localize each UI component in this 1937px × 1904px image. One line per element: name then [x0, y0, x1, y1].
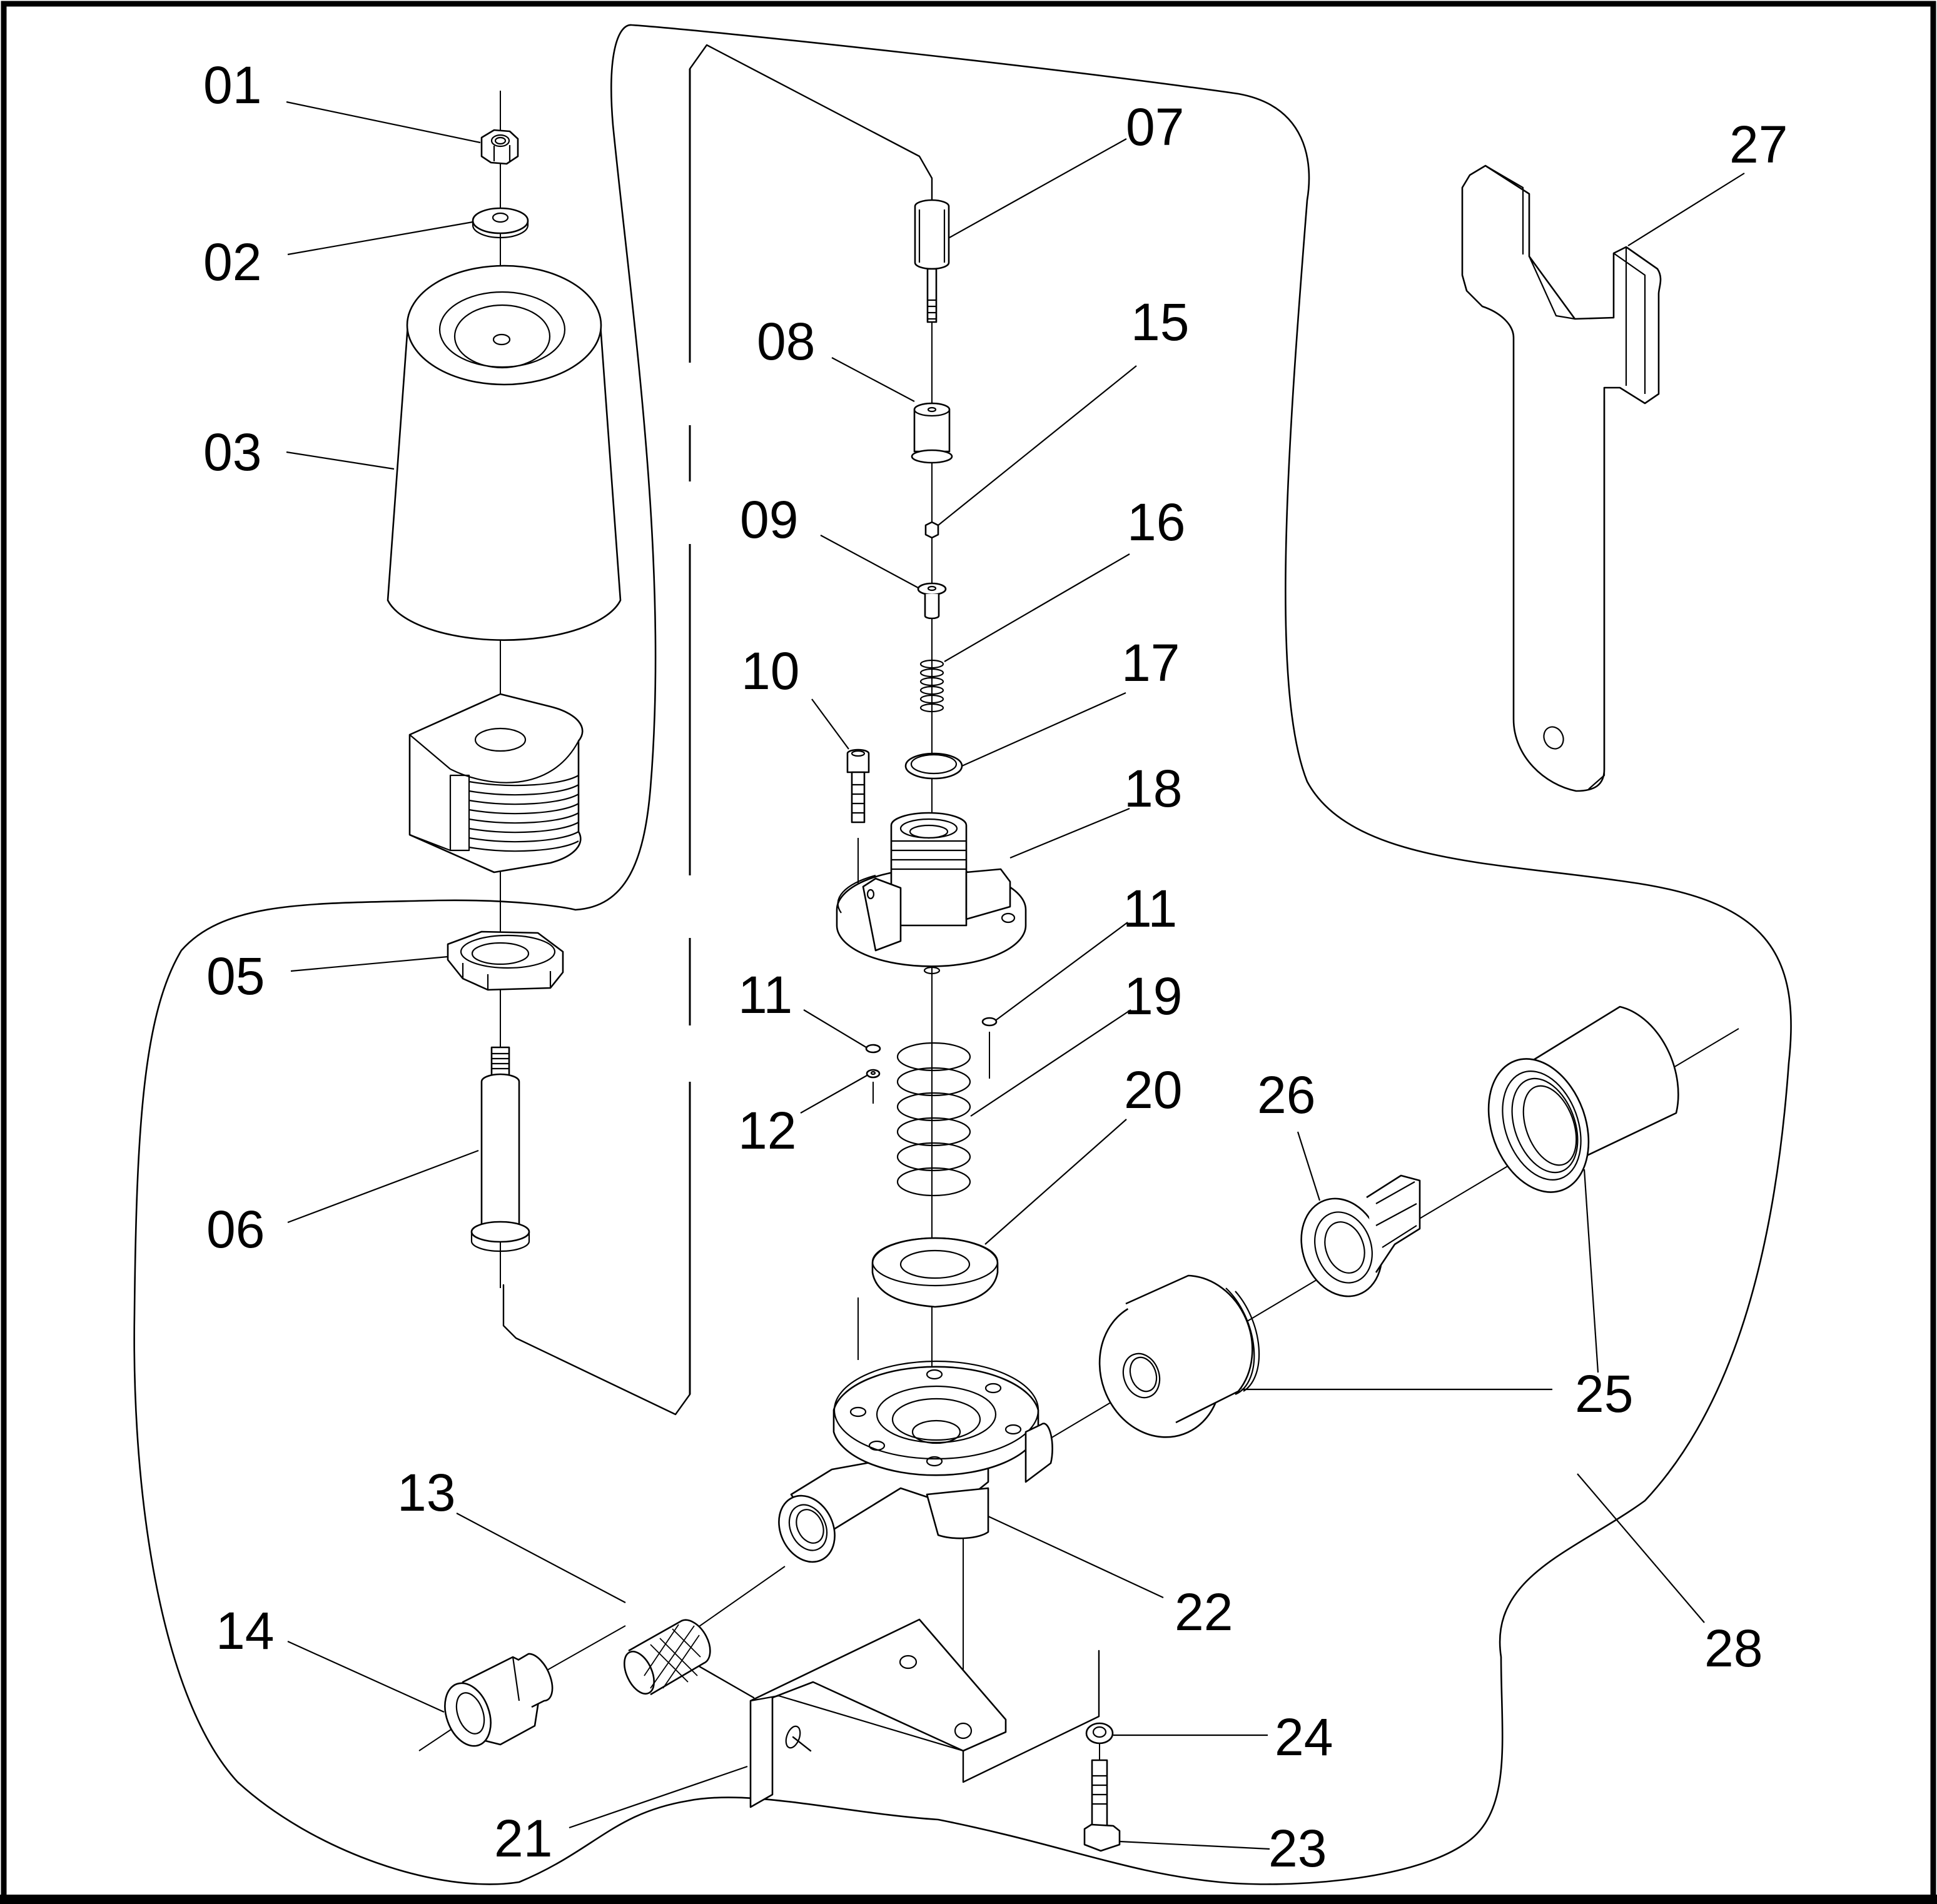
- knob-axis-leader: [689, 44, 933, 204]
- part-05-hex-lock-nut: [447, 930, 564, 991]
- leader-12: [800, 1075, 867, 1114]
- leader-10: [811, 698, 849, 750]
- part-27-wrench: [1461, 164, 1662, 792]
- leader-07: [949, 138, 1127, 238]
- assembly-outline-28: [133, 24, 1792, 1885]
- part-20-diaphragm: [871, 1237, 999, 1308]
- leader-15: [938, 365, 1137, 526]
- leader-03: [286, 451, 395, 470]
- callout-17: 17: [1121, 633, 1180, 692]
- thread-lines: [492, 1052, 509, 1070]
- leader-lines: [286, 101, 1745, 1850]
- leader-21: [569, 1765, 748, 1829]
- part-12-washer: [866, 1069, 881, 1104]
- bottom-border-bar: [0, 1895, 1937, 1904]
- leader-26: [1297, 1131, 1321, 1201]
- callout-12: 12: [738, 1101, 796, 1160]
- part-coil-unlabelled: [408, 693, 584, 874]
- callout-26: 26: [1257, 1065, 1315, 1124]
- part-09-flanged-bushing: [917, 582, 947, 620]
- part-06-plunger-tube: [470, 1046, 530, 1252]
- leader-19: [970, 1009, 1131, 1117]
- callout-19: 19: [1124, 967, 1182, 1025]
- part-16-small-spring: [919, 659, 944, 713]
- leader-14: [287, 1640, 445, 1713]
- callout-07: 07: [1126, 98, 1184, 156]
- callout-28: 28: [1704, 1619, 1763, 1678]
- leader-05: [290, 955, 448, 972]
- leader-11-left: [803, 1009, 867, 1048]
- part-17-ring-seal: [904, 752, 963, 780]
- callout-06: 06: [206, 1200, 265, 1259]
- callout-24: 24: [1275, 1708, 1333, 1766]
- leader-18: [1009, 807, 1130, 859]
- part-15-small-nut: [924, 521, 939, 539]
- callout-08: 08: [757, 312, 815, 371]
- callout-05: 05: [206, 947, 265, 1005]
- part-11-o-ring-right: [981, 1017, 998, 1079]
- callout-20: 20: [1124, 1060, 1182, 1119]
- callout-14: 14: [216, 1601, 274, 1660]
- callout-11-left: 11: [738, 965, 792, 1024]
- callout-labels: 01 02 03 05 06 07 08 09 10 11 11 12 13 1…: [203, 56, 1788, 1878]
- part-26-insert: [1300, 1174, 1421, 1297]
- callout-10: 10: [741, 642, 799, 700]
- leader-11-right: [996, 922, 1128, 1020]
- callout-15: 15: [1131, 293, 1189, 351]
- part-11-o-ring-left: [865, 1044, 881, 1054]
- leader-01: [286, 101, 481, 144]
- leader-23: [1119, 1840, 1270, 1850]
- part-18-bonnet: [836, 812, 1027, 975]
- leader-28: [1577, 1473, 1705, 1623]
- part-19-main-spring: [896, 1042, 971, 1197]
- leader-25-top: [1583, 1169, 1599, 1373]
- part-01-hex-nut: [480, 129, 519, 165]
- part-13-strainer: [624, 1566, 786, 1696]
- callout-01: 01: [203, 56, 261, 114]
- callout-09: 09: [740, 490, 798, 549]
- part-07-knob: [914, 199, 950, 323]
- part-02-washer: [472, 207, 529, 239]
- bolt-holes: [849, 1369, 1022, 1467]
- leader-02: [287, 221, 473, 256]
- callout-11-right: 11: [1123, 879, 1177, 938]
- leader-22: [988, 1516, 1164, 1598]
- strainer-mesh: [644, 1624, 701, 1689]
- leader-06: [287, 1149, 479, 1224]
- part-24-washer: [1085, 1722, 1114, 1760]
- callout-13: 13: [397, 1463, 455, 1522]
- callout-27: 27: [1729, 115, 1788, 174]
- callout-25: 25: [1575, 1364, 1633, 1423]
- leader-17: [961, 692, 1126, 767]
- leader-27: [1627, 173, 1745, 246]
- coil-group-outline: [502, 1284, 691, 1416]
- leader-16: [944, 553, 1130, 662]
- leader-20: [984, 1119, 1127, 1245]
- leader-08: [831, 357, 915, 402]
- part-23-hex-bolt: [1083, 1759, 1121, 1852]
- part-03-coil-cover: [387, 264, 622, 641]
- callout-02: 02: [203, 233, 261, 291]
- coil-windings: [468, 775, 579, 852]
- part-25-adapter-disc: [1098, 1274, 1260, 1438]
- leader-09: [820, 535, 919, 588]
- callout-16: 16: [1127, 493, 1185, 552]
- callout-23: 23: [1268, 1819, 1327, 1878]
- callout-22: 22: [1175, 1583, 1233, 1641]
- part-08-cap: [911, 402, 953, 464]
- callout-03: 03: [203, 423, 261, 481]
- callout-21: 21: [494, 1809, 552, 1868]
- part-14-fitting: [418, 1625, 626, 1751]
- part-22-valve-body: [778, 1360, 1053, 1676]
- part-21-mounting-bracket: [698, 1618, 1100, 1808]
- leader-13: [456, 1513, 626, 1603]
- part-25-coupling-nut: [1487, 1005, 1679, 1193]
- callout-18: 18: [1124, 759, 1182, 818]
